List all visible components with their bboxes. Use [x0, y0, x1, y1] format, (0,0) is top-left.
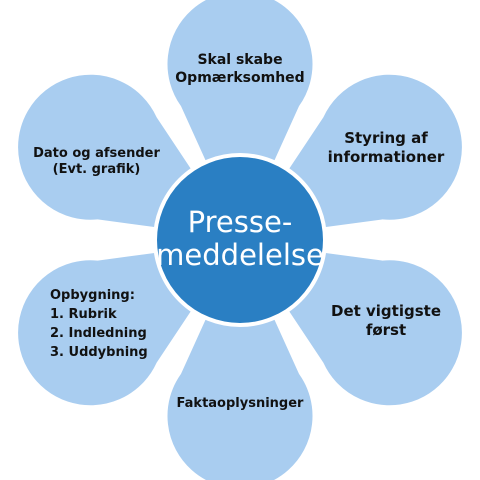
petal-upper-left-line1: Dato og afsender	[33, 146, 160, 161]
petal-lower-left-title: Opbygning:	[50, 288, 135, 303]
center-title-line1: Presse-	[187, 205, 293, 239]
list-item: 2. Indledning	[50, 325, 147, 341]
petal-upper-left-label: Dato og afsender (Evt. grafik)	[24, 146, 169, 179]
petal-upper-left-line2: (Evt. grafik)	[52, 162, 141, 178]
petal-lower-right-line2: først	[365, 320, 407, 339]
petal-bottom-label: Faktaoplysninger	[160, 396, 320, 412]
center-circle	[153, 153, 327, 327]
petal-top-line2: Opmærksomhed	[175, 69, 305, 86]
petal-bottom-line1: Faktaoplysninger	[176, 396, 304, 411]
petal-upper-right-line1: Styring af	[344, 129, 428, 147]
petal-top	[164, 0, 316, 244]
petal-top-label: Skal skabe Opmærksomhed	[165, 52, 315, 87]
list-item: 3. Uddybning	[50, 344, 148, 360]
petal-upper-right-label: Styring af informationer	[306, 129, 466, 167]
center-title: Presse- meddelelse	[150, 205, 330, 273]
petal-lower-right-line1: Det vigtigste	[331, 302, 441, 320]
list-item: 1. Rubrik	[50, 306, 117, 322]
petal-top-line1: Skal skabe	[197, 52, 283, 68]
petal-bottom	[164, 236, 316, 480]
petal-lower-right-label: Det vigtigste først	[306, 302, 466, 340]
petal-upper-right-line2: informationer	[327, 147, 445, 166]
center-title-line2: meddelelse	[156, 238, 324, 273]
petal-lower-left-label: Opbygning: 1. Rubrik 2. Indledning 3. Ud…	[50, 287, 170, 362]
